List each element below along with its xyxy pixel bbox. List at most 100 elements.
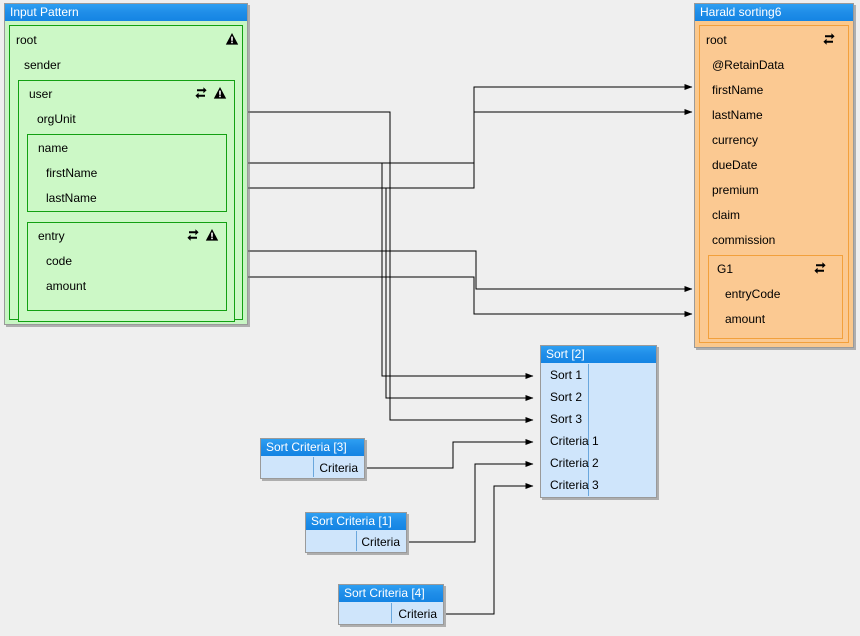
- sort-criteria-node-3-body: Criteria: [262, 457, 363, 477]
- sort-criteria-node-3-output[interactable]: Criteria: [312, 457, 363, 479]
- sort-criteria-node-3-left-cell: [262, 457, 314, 477]
- output-row-premium-label: premium: [712, 183, 759, 197]
- input-group-user-header[interactable]: user: [29, 82, 52, 107]
- sort-criteria-node-3[interactable]: Sort Criteria [3] Criteria: [260, 438, 365, 479]
- sort-input-sort1[interactable]: Sort 1: [542, 364, 582, 386]
- input-row-root-label: root: [16, 33, 37, 47]
- sort-input-sort1-label: Sort 1: [550, 368, 583, 382]
- wire-amount-to-amount: [248, 276, 693, 317]
- sort-input-criteria3[interactable]: Criteria 3: [542, 474, 599, 496]
- output-row-lastname[interactable]: lastName: [712, 103, 763, 128]
- sort-criteria-node-3-title: Sort Criteria [3]: [261, 439, 364, 456]
- sort-criteria-node-1-output[interactable]: Criteria: [355, 531, 405, 553]
- wire-criteria3-to-criteria1: [367, 439, 534, 469]
- sort-criteria-node-4-body: Criteria: [340, 603, 442, 623]
- wire-criteria1-to-criteria2: [409, 461, 534, 543]
- output-row-duedate-label: dueDate: [712, 158, 758, 172]
- input-group-user-label: user: [29, 87, 53, 101]
- sort-node[interactable]: Sort [2] Sort 1 Sort 2 Sort 3 Criteria 1…: [540, 345, 657, 498]
- sort-input-criteria1-label: Criteria 1: [550, 434, 599, 448]
- sort-criteria-node-4-output-label: Criteria: [398, 607, 437, 621]
- sort-input-criteria2[interactable]: Criteria 2: [542, 452, 599, 474]
- output-row-g1-amount[interactable]: amount: [725, 307, 765, 332]
- input-pattern-body: root sender user: [9, 25, 243, 322]
- sort-node-divider: [588, 364, 589, 496]
- input-row-orgunit-label: orgUnit: [37, 112, 76, 126]
- output-group-g1-header[interactable]: G1: [717, 257, 733, 282]
- loop-icon: [186, 228, 200, 242]
- output-row-root[interactable]: root: [706, 28, 727, 53]
- output-row-retaindata-label: @RetainData: [712, 58, 785, 72]
- sort-node-title: Sort [2]: [541, 346, 656, 363]
- output-row-commission-label: commission: [712, 233, 776, 247]
- output-row-g1-amount-label: amount: [725, 312, 766, 326]
- wire-lastname-to-sort2: [248, 187, 534, 401]
- input-group-entry[interactable]: entry: [27, 222, 227, 311]
- sort-input-sort2[interactable]: Sort 2: [542, 386, 582, 408]
- input-row-firstname[interactable]: firstName: [46, 161, 97, 186]
- sort-input-sort3[interactable]: Sort 3: [542, 408, 582, 430]
- input-row-code[interactable]: code: [46, 249, 72, 274]
- sort-criteria-node-1-title: Sort Criteria [1]: [306, 513, 406, 530]
- output-row-firstname-label: firstName: [712, 83, 764, 97]
- sort-input-criteria2-label: Criteria 2: [550, 456, 599, 470]
- output-pattern-node[interactable]: Harald sorting6 root @RetainData firstNa…: [694, 3, 854, 348]
- sort-input-sort2-label: Sort 2: [550, 390, 583, 404]
- sort-input-criteria3-label: Criteria 3: [550, 478, 599, 492]
- input-group-entry-label: entry: [38, 229, 65, 243]
- output-row-premium[interactable]: premium: [712, 178, 759, 203]
- wire-firstname-to-sort1: [248, 162, 534, 379]
- warning-icon: [205, 228, 219, 242]
- input-pattern-node[interactable]: Input Pattern root sender user: [4, 3, 248, 325]
- sort-criteria-node-4-left-cell: [340, 603, 392, 623]
- output-group-g1-label: G1: [717, 262, 734, 276]
- input-row-sender[interactable]: sender: [24, 53, 61, 78]
- output-row-currency[interactable]: currency: [712, 128, 758, 153]
- input-row-firstname-label: firstName: [46, 166, 98, 180]
- sort-criteria-node-1-left-cell: [307, 531, 357, 551]
- output-row-duedate[interactable]: dueDate: [712, 153, 757, 178]
- output-row-entrycode-label: entryCode: [725, 287, 781, 301]
- warning-icon: [225, 32, 239, 46]
- input-row-amount-label: amount: [46, 279, 87, 293]
- input-row-code-label: code: [46, 254, 73, 268]
- output-row-currency-label: currency: [712, 133, 759, 147]
- output-pattern-body: root @RetainData firstName lastName curr…: [699, 25, 849, 343]
- input-group-name-label: name: [38, 141, 69, 155]
- output-row-claim[interactable]: claim: [712, 203, 740, 228]
- sort-input-sort3-label: Sort 3: [550, 412, 583, 426]
- output-group-g1[interactable]: G1 entryCode amount: [708, 255, 843, 339]
- input-pattern-title: Input Pattern: [5, 4, 247, 21]
- input-row-sender-label: sender: [24, 58, 61, 72]
- output-row-firstname[interactable]: firstName: [712, 78, 763, 103]
- output-row-commission[interactable]: commission: [712, 228, 775, 253]
- input-group-user[interactable]: user orgUnit: [18, 80, 235, 322]
- input-group-name[interactable]: name firstName lastName: [27, 134, 227, 212]
- sort-node-body: Sort 1 Sort 2 Sort 3 Criteria 1 Criteria…: [542, 364, 655, 496]
- sort-criteria-node-4-title: Sort Criteria [4]: [339, 585, 443, 602]
- wire-code-to-entrycode: [248, 250, 693, 292]
- loop-icon: [813, 261, 827, 275]
- output-row-root-label: root: [706, 33, 727, 47]
- sort-input-criteria1[interactable]: Criteria 1: [542, 430, 599, 452]
- input-row-lastname-label: lastName: [46, 191, 97, 205]
- output-row-lastname-label: lastName: [712, 108, 763, 122]
- sort-criteria-node-4-output[interactable]: Criteria: [390, 603, 442, 625]
- sort-criteria-node-3-output-label: Criteria: [319, 461, 358, 475]
- input-row-orgunit[interactable]: orgUnit: [37, 107, 76, 132]
- output-row-entrycode[interactable]: entryCode: [725, 282, 780, 307]
- input-row-amount[interactable]: amount: [46, 274, 86, 299]
- output-pattern-title: Harald sorting6: [695, 4, 853, 21]
- input-row-root[interactable]: root: [16, 28, 37, 53]
- input-group-name-header[interactable]: name: [38, 136, 68, 161]
- input-row-lastname[interactable]: lastName: [46, 186, 97, 211]
- loop-icon: [822, 32, 836, 46]
- sort-criteria-node-4[interactable]: Sort Criteria [4] Criteria: [338, 584, 444, 625]
- sort-criteria-node-1[interactable]: Sort Criteria [1] Criteria: [305, 512, 407, 553]
- sort-criteria-node-1-output-label: Criteria: [361, 535, 400, 549]
- output-row-retaindata[interactable]: @RetainData: [712, 53, 784, 78]
- wire-lastname-to-lastname: [248, 109, 693, 189]
- loop-icon: [194, 86, 208, 100]
- input-group-entry-header[interactable]: entry: [38, 224, 65, 249]
